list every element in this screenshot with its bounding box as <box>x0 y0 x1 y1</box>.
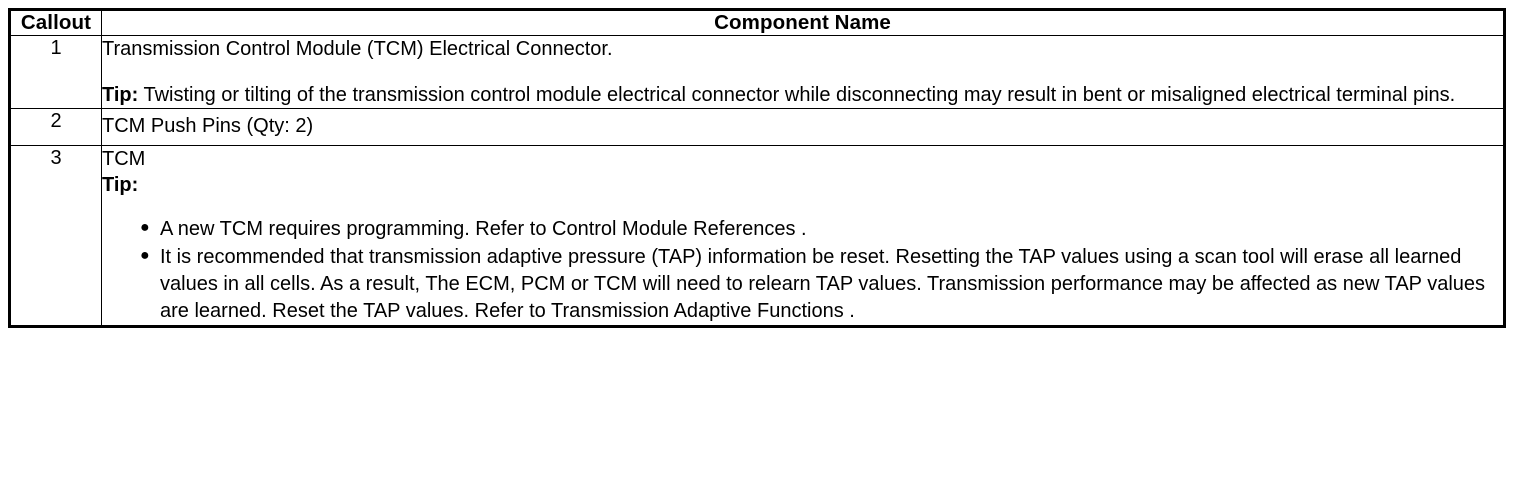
list-item-text: A new TCM requires programming. Refer to… <box>160 217 807 240</box>
callout-number: 3 <box>9 144 102 327</box>
table-body: 1 Transmission Control Module (TCM) Elec… <box>9 34 1505 327</box>
bullet-icon: ● <box>140 219 150 237</box>
component-description: Transmission Control Module (TCM) Electr… <box>101 34 1505 110</box>
component-title: TCM <box>102 147 146 170</box>
table-row: 1 Transmission Control Module (TCM) Elec… <box>9 34 1505 110</box>
table-header: Callout Component Name <box>9 9 1505 36</box>
component-title: Transmission Control Module (TCM) Electr… <box>102 38 613 60</box>
component-name-table: Callout Component Name 1 Transmission Co… <box>8 8 1506 328</box>
callout-number: 1 <box>9 34 102 110</box>
component-description: TCM Tip: ● A new TCM requires programmin… <box>101 144 1505 327</box>
tip-paragraph: Tip: Twisting or tilting of the transmis… <box>102 82 1503 109</box>
tip-label: Tip: <box>102 174 139 197</box>
list-item: ● A new TCM requires programming. Refer … <box>140 216 1503 243</box>
tip-bullet-list: ● A new TCM requires programming. Refer … <box>102 216 1503 325</box>
tip-body: Twisting or tilting of the transmission … <box>138 83 1456 106</box>
component-description: TCM Push Pins (Qty: 2) <box>101 108 1505 146</box>
table-row: 3 TCM Tip: ● A new TCM requires programm… <box>9 144 1505 327</box>
list-item-text: It is recommended that transmission adap… <box>160 245 1486 322</box>
column-header-callout: Callout <box>9 9 102 36</box>
column-header-component-name: Component Name <box>101 9 1505 36</box>
bullet-icon: ● <box>140 247 150 265</box>
table-header-row: Callout Component Name <box>9 9 1505 36</box>
list-item: ● It is recommended that transmission ad… <box>140 244 1503 325</box>
table-row: 2 TCM Push Pins (Qty: 2) <box>9 108 1505 146</box>
tip-label: Tip: <box>102 83 139 106</box>
callout-number: 2 <box>9 108 102 146</box>
component-title: TCM Push Pins (Qty: 2) <box>102 115 314 138</box>
